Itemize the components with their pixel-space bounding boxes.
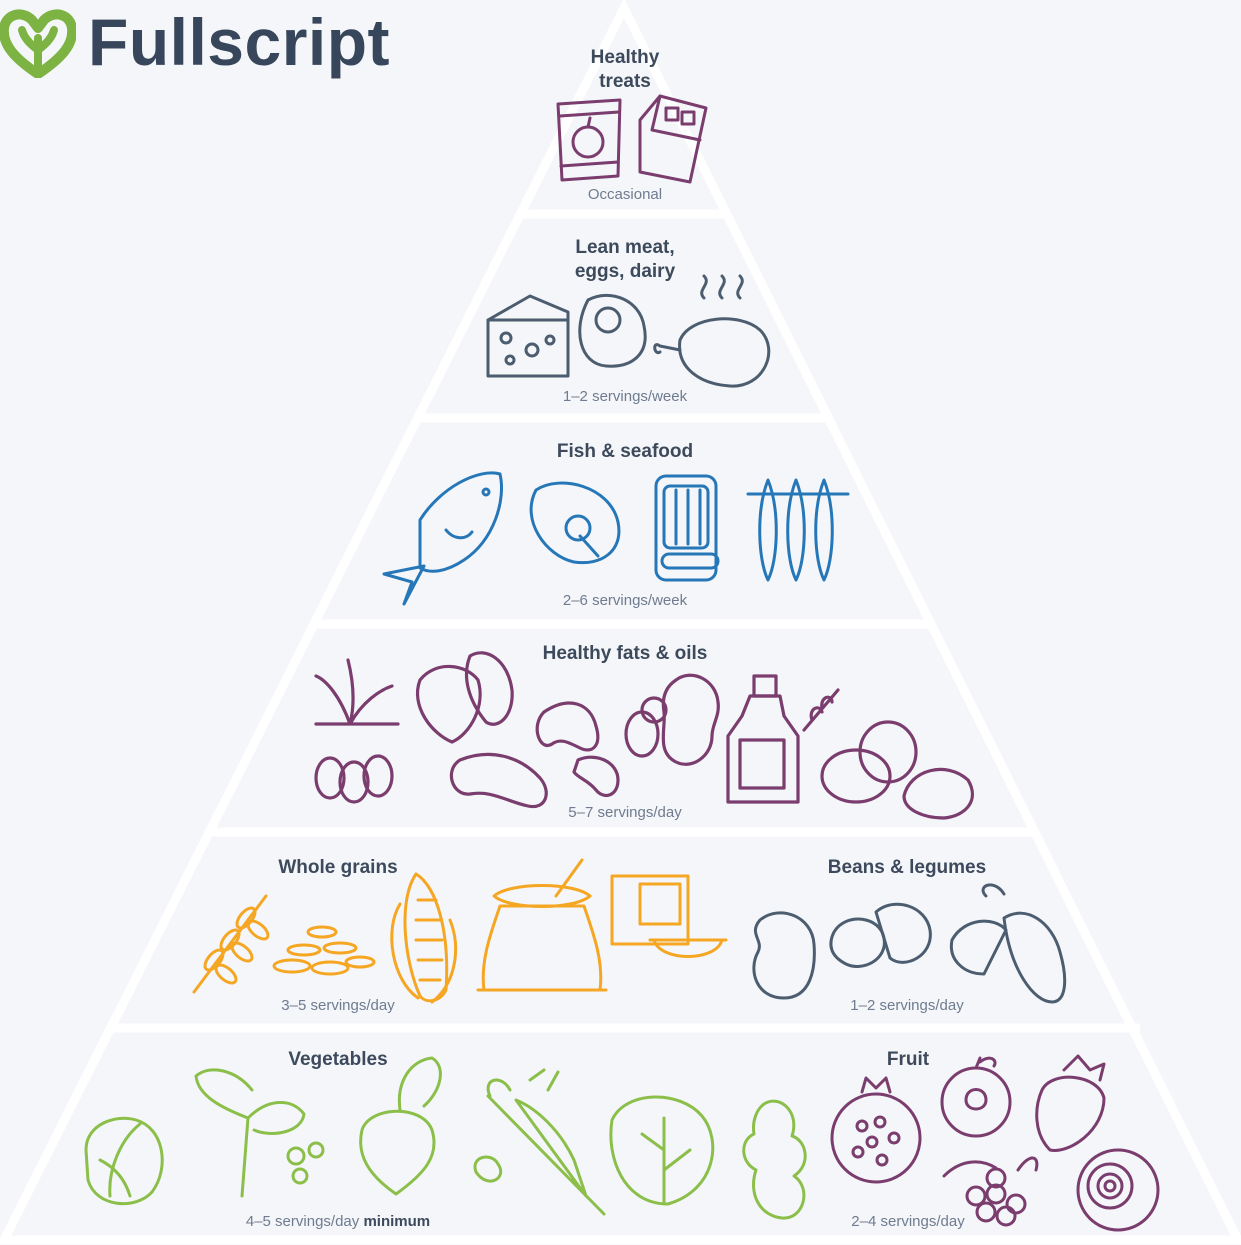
fullscript-logo [0,8,78,83]
tier-label-healthy-treats: Healthy treats [540,46,710,94]
group-label-whole-grains: Whole grains [278,857,398,878]
cucumber-icon [949,883,1067,1004]
beans-icon [829,902,932,968]
olives-icon [314,658,400,804]
tier-servings-fats: 5–7 servings/day [568,804,682,821]
tier-servings-treats: Occasional [587,186,663,203]
tier-label-lean-meat: Lean meat, eggs, dairy [510,236,740,284]
leaf-heart-icon [0,9,78,79]
rice-icon [272,925,376,976]
tier-label-line: Healthy [590,47,660,68]
carrot-icon [473,1068,606,1216]
tier-label-line: Lean meat, [575,237,675,258]
servings-text: 4–5 servings/day [245,1213,360,1230]
lettuce-icon [609,1095,715,1206]
grain-sack-icon [476,858,608,992]
strawberry-icon [1035,1054,1106,1152]
bean-icon [752,911,816,1000]
wheat-icon [192,894,270,994]
fish-icon [382,471,503,606]
group-label-vegetables: Vegetables [288,1049,388,1070]
chocolate-bar-icon [638,94,708,184]
group-servings-fruit: 2–4 servings/day [851,1213,965,1230]
cabbage-icon [84,1116,164,1206]
ginger-icon [742,1099,807,1220]
parsley-icon [194,1068,325,1198]
cheese-icon [486,294,570,378]
coconut-icon [820,720,974,820]
oil-bottle-icon [726,674,840,804]
grapes-icon [942,1156,1039,1227]
tier-servings-protein: 1–2 servings/week [562,388,688,405]
cereal-box-icon [610,874,728,958]
sardine-tin-icon [654,474,720,582]
turnip-icon [359,1056,442,1196]
group-label-fruit: Fruit [886,1049,930,1070]
salmon-steak-icon [529,481,621,565]
cashews-icon [449,701,620,809]
peanut-icon [624,673,720,766]
tier-label-healthy-fats: Healthy fats & oils [542,643,708,664]
group-servings-vegetables: 4–5 servings/day minimum [200,1213,476,1231]
tier-label-fish-seafood: Fish & seafood [556,441,694,462]
brand-wordmark: Fullscript [88,5,391,79]
group-servings-legumes: 1–2 servings/day [850,997,964,1014]
tier-servings-fish: 2–6 servings/week [562,592,688,609]
apple-icon [940,1056,1012,1138]
roast-chicken-icon [653,274,771,388]
pomegranate-icon [830,1076,922,1184]
corn-icon [390,872,458,1004]
apple-chips-bag-icon [556,98,622,182]
almonds-icon [415,651,514,744]
group-label-beans-legumes: Beans & legumes [827,857,987,878]
servings-emphasis: minimum [363,1213,431,1230]
dried-fish-icon [746,478,850,582]
tier-label-line: treats [599,71,651,92]
tier-label-line: eggs, dairy [574,261,676,282]
kiwi-icon [1076,1148,1160,1232]
fried-egg-icon [578,293,647,368]
group-servings-grains: 3–5 servings/day [281,997,395,1014]
